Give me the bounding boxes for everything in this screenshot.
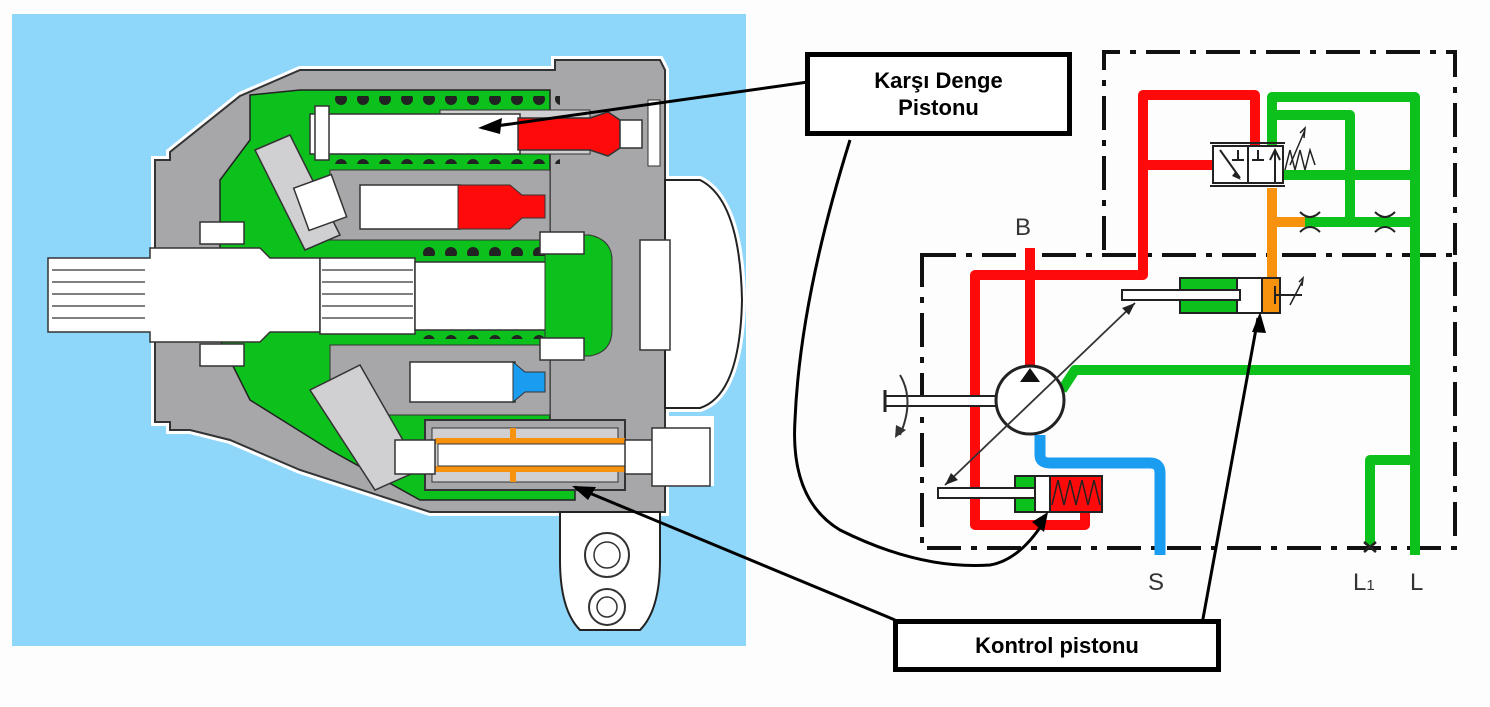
pressure-line-main [970,160,1212,530]
callout-leaders [478,80,1266,647]
spring-top [335,96,560,110]
arrowhead-icon [478,118,502,134]
arrowhead-icon [1032,512,1048,532]
case-drain-line [1057,365,1415,393]
port-fitting-upper-inner [593,541,621,569]
pressure-lines [970,90,1260,530]
leader-control-piston [574,485,896,622]
control-cylinder [1121,275,1305,314]
cylinder-spring-icon [1051,479,1101,506]
hydraulic-schematic: B S L1 L [883,50,1457,596]
bearing-rear-bottom [539,337,585,361]
boundary-lines [920,50,1457,550]
pressure-control-valve [1210,125,1316,187]
port-label-L: L [1410,569,1423,596]
pump-shaft [884,395,998,407]
suction-line [1034,435,1166,555]
leader-counterbalance-schematic [793,139,1047,568]
control-piston-rod [437,443,627,467]
adjustable-arrow-icon [1289,125,1306,166]
orifices [1299,211,1396,233]
pump-circle [994,364,1066,436]
rear-cavity [639,239,671,351]
bearing-rear-top [539,231,585,255]
piston-upper [359,184,461,230]
variable-displacement-arrow [944,302,1136,486]
orifice-2 [1374,211,1396,233]
piston-upper-pressure [457,184,546,230]
counterbalance-cylinder [937,475,1103,513]
center-spring-bottom [418,327,548,339]
control-piston-orange-top [435,438,625,444]
counterbalance-piston-head [517,111,621,157]
counterbalance-piston-rod [309,113,521,155]
port-label-L1: L1 [1353,569,1375,596]
arrowhead-icon [572,486,596,500]
shaft-splines [52,269,145,319]
bearing-front-top [199,221,245,245]
leader-counterbalance [481,80,809,130]
cylinder-spline [319,257,416,335]
rear-cover [664,179,744,409]
valve-spring-icon [1284,147,1316,171]
pump-symbol [883,302,1136,486]
port-label-L1-main: L [1353,569,1366,596]
drain-line-L1 [1365,455,1415,545]
control-piston-end [394,439,436,475]
drive-shaft [47,247,321,343]
counterbalance-piston-label-line2: Pistonu [898,95,979,120]
piston-lower-suction [512,360,546,404]
center-spring-top [418,244,548,256]
rear-bearing-oil [544,234,613,357]
boundary-pump [920,253,1457,550]
port-fitting-lower-inner [596,596,618,618]
adjust-screw [624,439,656,475]
bearing-front-bottom [199,343,245,367]
piston-lower [409,361,516,403]
flow-direction-icon [1020,368,1040,382]
adjust-arrow-icon [1289,275,1305,306]
end-cap [647,99,661,167]
port-label-B: B [1015,214,1031,241]
boundary-regulator [1102,50,1457,255]
port-label-L1-sub: 1 [1366,577,1374,594]
L1-plug-icon [1363,541,1377,553]
control-piston-orange-bottom [435,466,625,472]
control-line [1267,188,1305,285]
slipper-upper [292,173,348,232]
pressure-line-top [1138,90,1260,165]
control-piston-label: Kontrol pistonu [893,619,1221,672]
pump-cross-section [12,14,747,646]
lock-nut [651,427,711,487]
orifice-1 [1299,211,1321,233]
drain-line-inner [1272,110,1355,222]
piston-collar [314,105,330,161]
leader-control-piston-schematic [1196,317,1260,647]
drain-lines [1057,92,1420,555]
drain-line-right [1267,92,1420,555]
port-label-S: S [1148,569,1164,596]
end-plug [619,119,643,149]
counterbalance-piston-label-line1: Karşı Denge [874,67,1003,93]
counterbalance-piston-label: Karşı Denge Pistonu [805,52,1072,136]
arrowhead-icon [1252,312,1266,333]
